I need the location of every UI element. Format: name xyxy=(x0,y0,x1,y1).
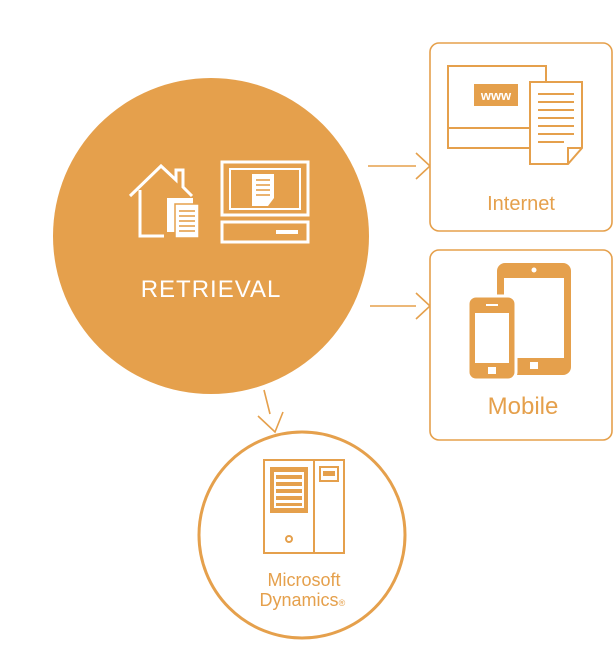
arrow-to-internet xyxy=(368,152,432,180)
server-tower-icon xyxy=(263,459,345,554)
retrieval-circle xyxy=(53,78,369,394)
house-document-icon xyxy=(128,163,200,239)
dynamics-circle[interactable] xyxy=(197,430,407,640)
arrow-to-mobile xyxy=(370,292,432,320)
dynamics-label-line1: Microsoft xyxy=(267,570,340,590)
mobile-label: Mobile xyxy=(488,393,559,420)
internet-label: Internet xyxy=(487,193,555,215)
arrow-to-dynamics xyxy=(257,389,284,434)
www-badge: www xyxy=(480,88,512,103)
registered-mark: ® xyxy=(339,598,346,608)
retrieval-label: RETRIEVAL xyxy=(141,276,282,303)
web-page-document-icon: www xyxy=(447,65,583,165)
dynamics-label-line2: Dynamics xyxy=(259,590,338,610)
phone-tablet-icon xyxy=(466,263,571,382)
computer-document-icon xyxy=(220,160,310,244)
